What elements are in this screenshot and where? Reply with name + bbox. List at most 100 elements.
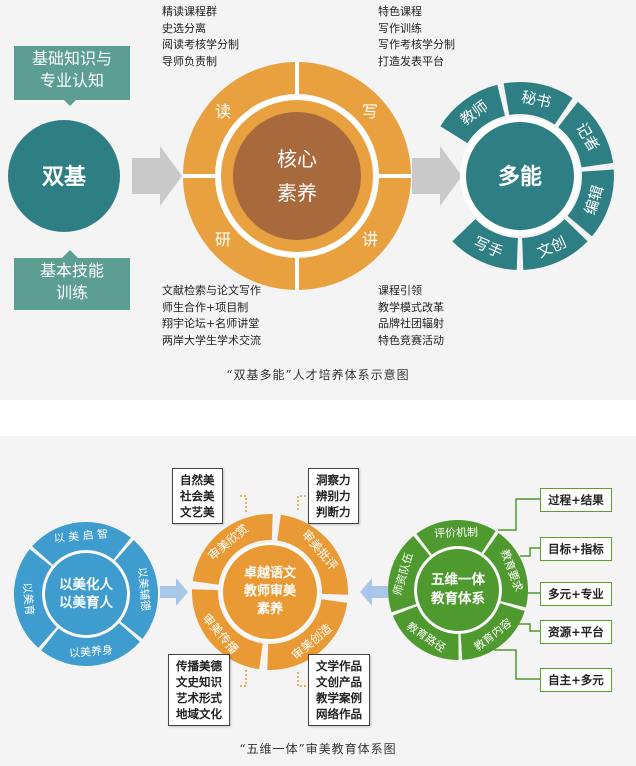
- blue-ring-segment: [32, 522, 131, 565]
- blue-ring-label: 以 美 启 智: [53, 526, 109, 545]
- list-read-item: 精读课程群: [162, 5, 217, 18]
- duoneng-ring-segment: [558, 101, 614, 168]
- duoneng-ring-segment: [440, 84, 506, 144]
- right-arrow: [412, 146, 462, 206]
- green-box-3: 多元+专业: [540, 582, 612, 606]
- list-speak: 课程引领 教学模式改革 品牌社团辐射 特色竞赛活动: [378, 283, 444, 349]
- blue-inner-circle: [43, 551, 129, 637]
- diagram1-caption: “双基多能”人才培养体系示意图: [226, 368, 410, 382]
- green-ring-label: 评价机制: [434, 525, 478, 541]
- blue-ring-segment: [115, 540, 158, 639]
- green-ring-segment: [416, 519, 496, 555]
- box-item: 文艺美: [180, 505, 215, 519]
- basic-skill-line1: 基本技能: [39, 261, 104, 280]
- list-research-item: 翔宇论坛+名师讲堂: [162, 317, 260, 330]
- list-write: 特色课程 写作训练 写作考核学分制 打造发表平台: [378, 4, 455, 70]
- left-arrow: [132, 146, 182, 206]
- list-research-item: 两岸大学生学术交流: [162, 333, 261, 347]
- list-read-item: 导师负责制: [162, 54, 217, 68]
- box-item: 文学作品: [316, 659, 362, 673]
- list-read: 精读课程群 史选分离 阅读考核学分制 导师负责制: [162, 4, 239, 70]
- blue-center-line1: 以美化人: [59, 576, 113, 593]
- blue-ring-label: 以美育: [20, 582, 37, 616]
- basic-knowledge-box: 基础知识与 专业认知: [14, 46, 130, 100]
- box-item: 艺术形式: [176, 691, 222, 705]
- green-connector-4: [516, 623, 540, 632]
- green-ring-segment: [392, 606, 459, 660]
- core-line2: 素养: [277, 181, 317, 205]
- duoneng-ring-segment: [522, 219, 588, 270]
- list-write-item: 特色课程: [378, 5, 422, 18]
- orange-center-line2: 教师审美: [243, 583, 297, 599]
- orange-ring-segment: [277, 514, 348, 595]
- list-research-item: 师生合作+项目制: [162, 300, 249, 314]
- list-read-item: 阅读考核学分制: [162, 38, 239, 51]
- box-item: 教学案例: [316, 691, 362, 705]
- list-write-item: 打造发表平台: [378, 54, 444, 68]
- green-box-1: 过程+结果: [540, 488, 612, 512]
- list-speak-item: 课程引领: [378, 284, 422, 297]
- green-box-2: 目标+指标: [540, 537, 612, 561]
- diagram1: 双基 读 写 研 讲 核心 素养 教师秘书记者编辑文创写手 多能: [8, 62, 614, 290]
- box-insight: 洞察力 辨别力 判断力: [308, 468, 359, 524]
- orange-ring-segment: [192, 513, 273, 585]
- shuangji-circle: [8, 120, 120, 232]
- orange-ring-segment: [192, 589, 263, 670]
- duoneng-ring-segment: [452, 219, 518, 270]
- connector-tl: [240, 495, 247, 512]
- duoneng-circle: [466, 122, 574, 230]
- orange-ring-segment: [267, 599, 348, 670]
- duoneng-ring-segment: [503, 81, 573, 125]
- box-item: 辨别力: [316, 489, 351, 503]
- green-ring-segment: [460, 603, 525, 660]
- basic-knowledge-line1: 基础知识与: [31, 49, 112, 68]
- green-center-line1: 五维一体: [431, 571, 485, 588]
- left-blue-arrow: [160, 578, 188, 606]
- list-write-item: 写作考核学分制: [378, 38, 455, 51]
- ring-speak: 讲: [362, 230, 378, 249]
- green-connector-1: [498, 498, 540, 531]
- box-item: 传播美德: [176, 659, 222, 673]
- orange-center-line3: 素养: [257, 601, 284, 617]
- core-line1: 核心: [277, 147, 317, 171]
- duoneng-ring-segment: [567, 169, 614, 237]
- list-research: 文献检索与论文写作 师生合作+项目制 翔宇论坛+名师讲堂 两岸大学生学术交流: [162, 283, 261, 349]
- box-item: 判断力: [316, 505, 351, 519]
- box-item: 洞察力: [316, 473, 351, 487]
- list-speak-item: 特色竞赛活动: [378, 333, 444, 347]
- box-item: 社会美: [180, 489, 215, 503]
- diagram2-caption: “五维一体”审美教育体系图: [239, 742, 397, 756]
- basic-skill-line2: 训练: [55, 283, 88, 302]
- blue-ring-segment: [41, 623, 140, 666]
- box-item: 文创产品: [316, 675, 362, 689]
- box-item: 网络作品: [316, 707, 362, 721]
- green-ring-segment: [388, 535, 431, 613]
- shuangji-label: 双基: [42, 165, 87, 190]
- green-box-4: 资源+平台: [540, 620, 612, 644]
- green-inner-circle: [415, 547, 501, 633]
- box-natural-beauty: 自然美 社会美 文艺美: [172, 468, 223, 524]
- connector-br: [297, 670, 306, 687]
- green-center-line2: 教育体系: [431, 590, 485, 607]
- green-connector-5: [494, 649, 540, 680]
- right-blue-arrow: [360, 578, 388, 606]
- box-item: 文史知识: [176, 675, 222, 689]
- list-read-item: 史选分离: [162, 21, 206, 35]
- duoneng-label: 多能: [498, 164, 542, 190]
- green-connector-2: [520, 547, 540, 557]
- blue-center-line2: 以美育人: [59, 594, 113, 611]
- connector-tr: [297, 495, 306, 512]
- orange-center-line1: 卓越语文: [244, 565, 297, 581]
- ring-write: 写: [362, 102, 378, 121]
- list-speak-item: 品牌社团辐射: [378, 317, 444, 330]
- box-spread-virtue: 传播美德 文史知识 艺术形式 地域文化: [168, 654, 230, 726]
- box-literary-works: 文学作品 文创产品 教学案例 网络作品: [308, 654, 370, 726]
- core-center-circle: [233, 112, 361, 240]
- orange-inner-circle: [221, 543, 319, 641]
- blue-ring-segment: [14, 549, 57, 648]
- blue-ring-label: 以美养身: [68, 642, 113, 660]
- ring-research: 研: [215, 230, 231, 249]
- box-item: 地域文化: [176, 707, 222, 721]
